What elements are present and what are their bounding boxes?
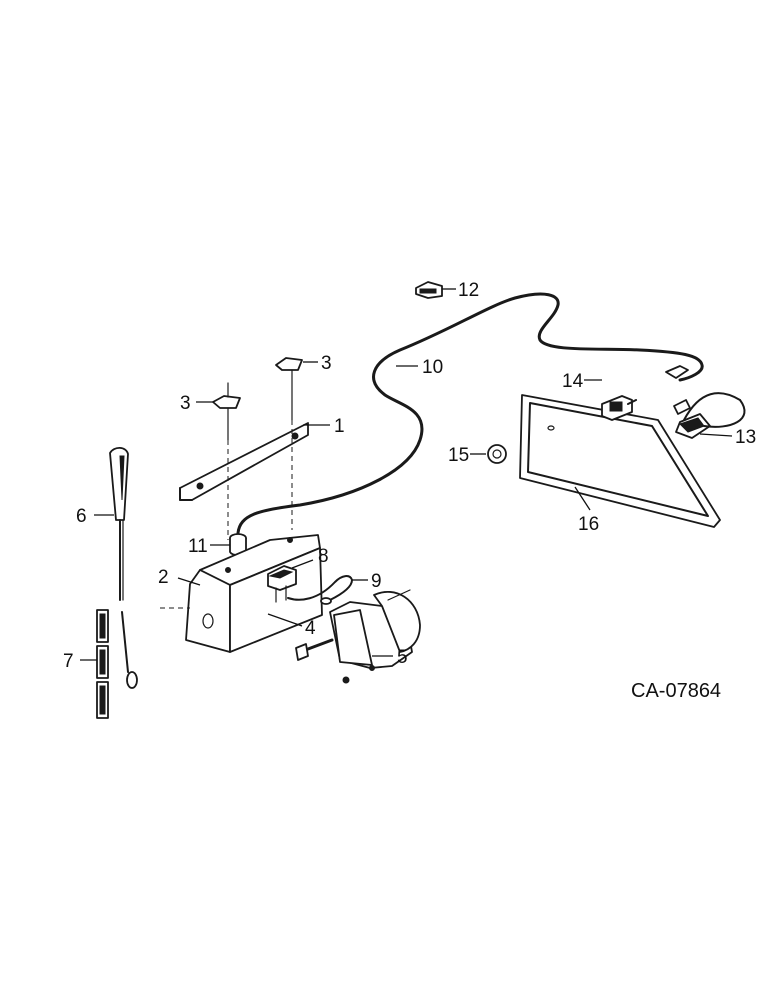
callout-13: 13 — [735, 427, 756, 448]
callout-6: 6 — [76, 506, 87, 527]
callout-7: 7 — [63, 651, 74, 672]
callout-9: 9 — [371, 571, 382, 592]
part-3-clip-right — [275, 357, 303, 421]
callout-15: 15 — [448, 445, 469, 466]
callout-3-right: 3 — [321, 353, 332, 374]
part-9-wire — [287, 575, 353, 605]
callout-11: 11 — [188, 536, 208, 557]
part-1-bracket — [179, 422, 309, 501]
callout-1: 1 — [334, 416, 345, 437]
callouts: 1 2 3 3 4 5 6 7 8 9 10 11 12 13 14 15 16 — [63, 280, 756, 672]
callout-5: 5 — [397, 647, 408, 668]
part-3-clip-left — [212, 382, 241, 441]
callout-16: 16 — [578, 514, 599, 535]
part-12-clip — [415, 281, 443, 299]
part-2-control-box — [160, 534, 323, 653]
callout-14: 14 — [562, 371, 584, 392]
part-8-switch — [267, 565, 297, 603]
part-5-wiper-motor — [295, 589, 421, 684]
part-6-wiper-arm — [109, 446, 138, 689]
drawing-code: CA-07864 — [631, 680, 721, 702]
callout-8: 8 — [318, 546, 329, 567]
callout-10: 10 — [422, 357, 443, 378]
part-7-blade-segments — [96, 609, 109, 719]
part-10-cable — [236, 292, 704, 535]
assembly-guide-lines — [227, 420, 293, 540]
callout-12: 12 — [458, 280, 479, 301]
part-14-toggle-switch — [601, 395, 637, 421]
leader-lines — [80, 288, 733, 661]
callout-2: 2 — [158, 567, 169, 588]
callout-3-left: 3 — [180, 393, 191, 414]
callout-4: 4 — [305, 618, 316, 639]
part-15-plug — [487, 444, 507, 464]
part-13-connector — [665, 365, 746, 439]
